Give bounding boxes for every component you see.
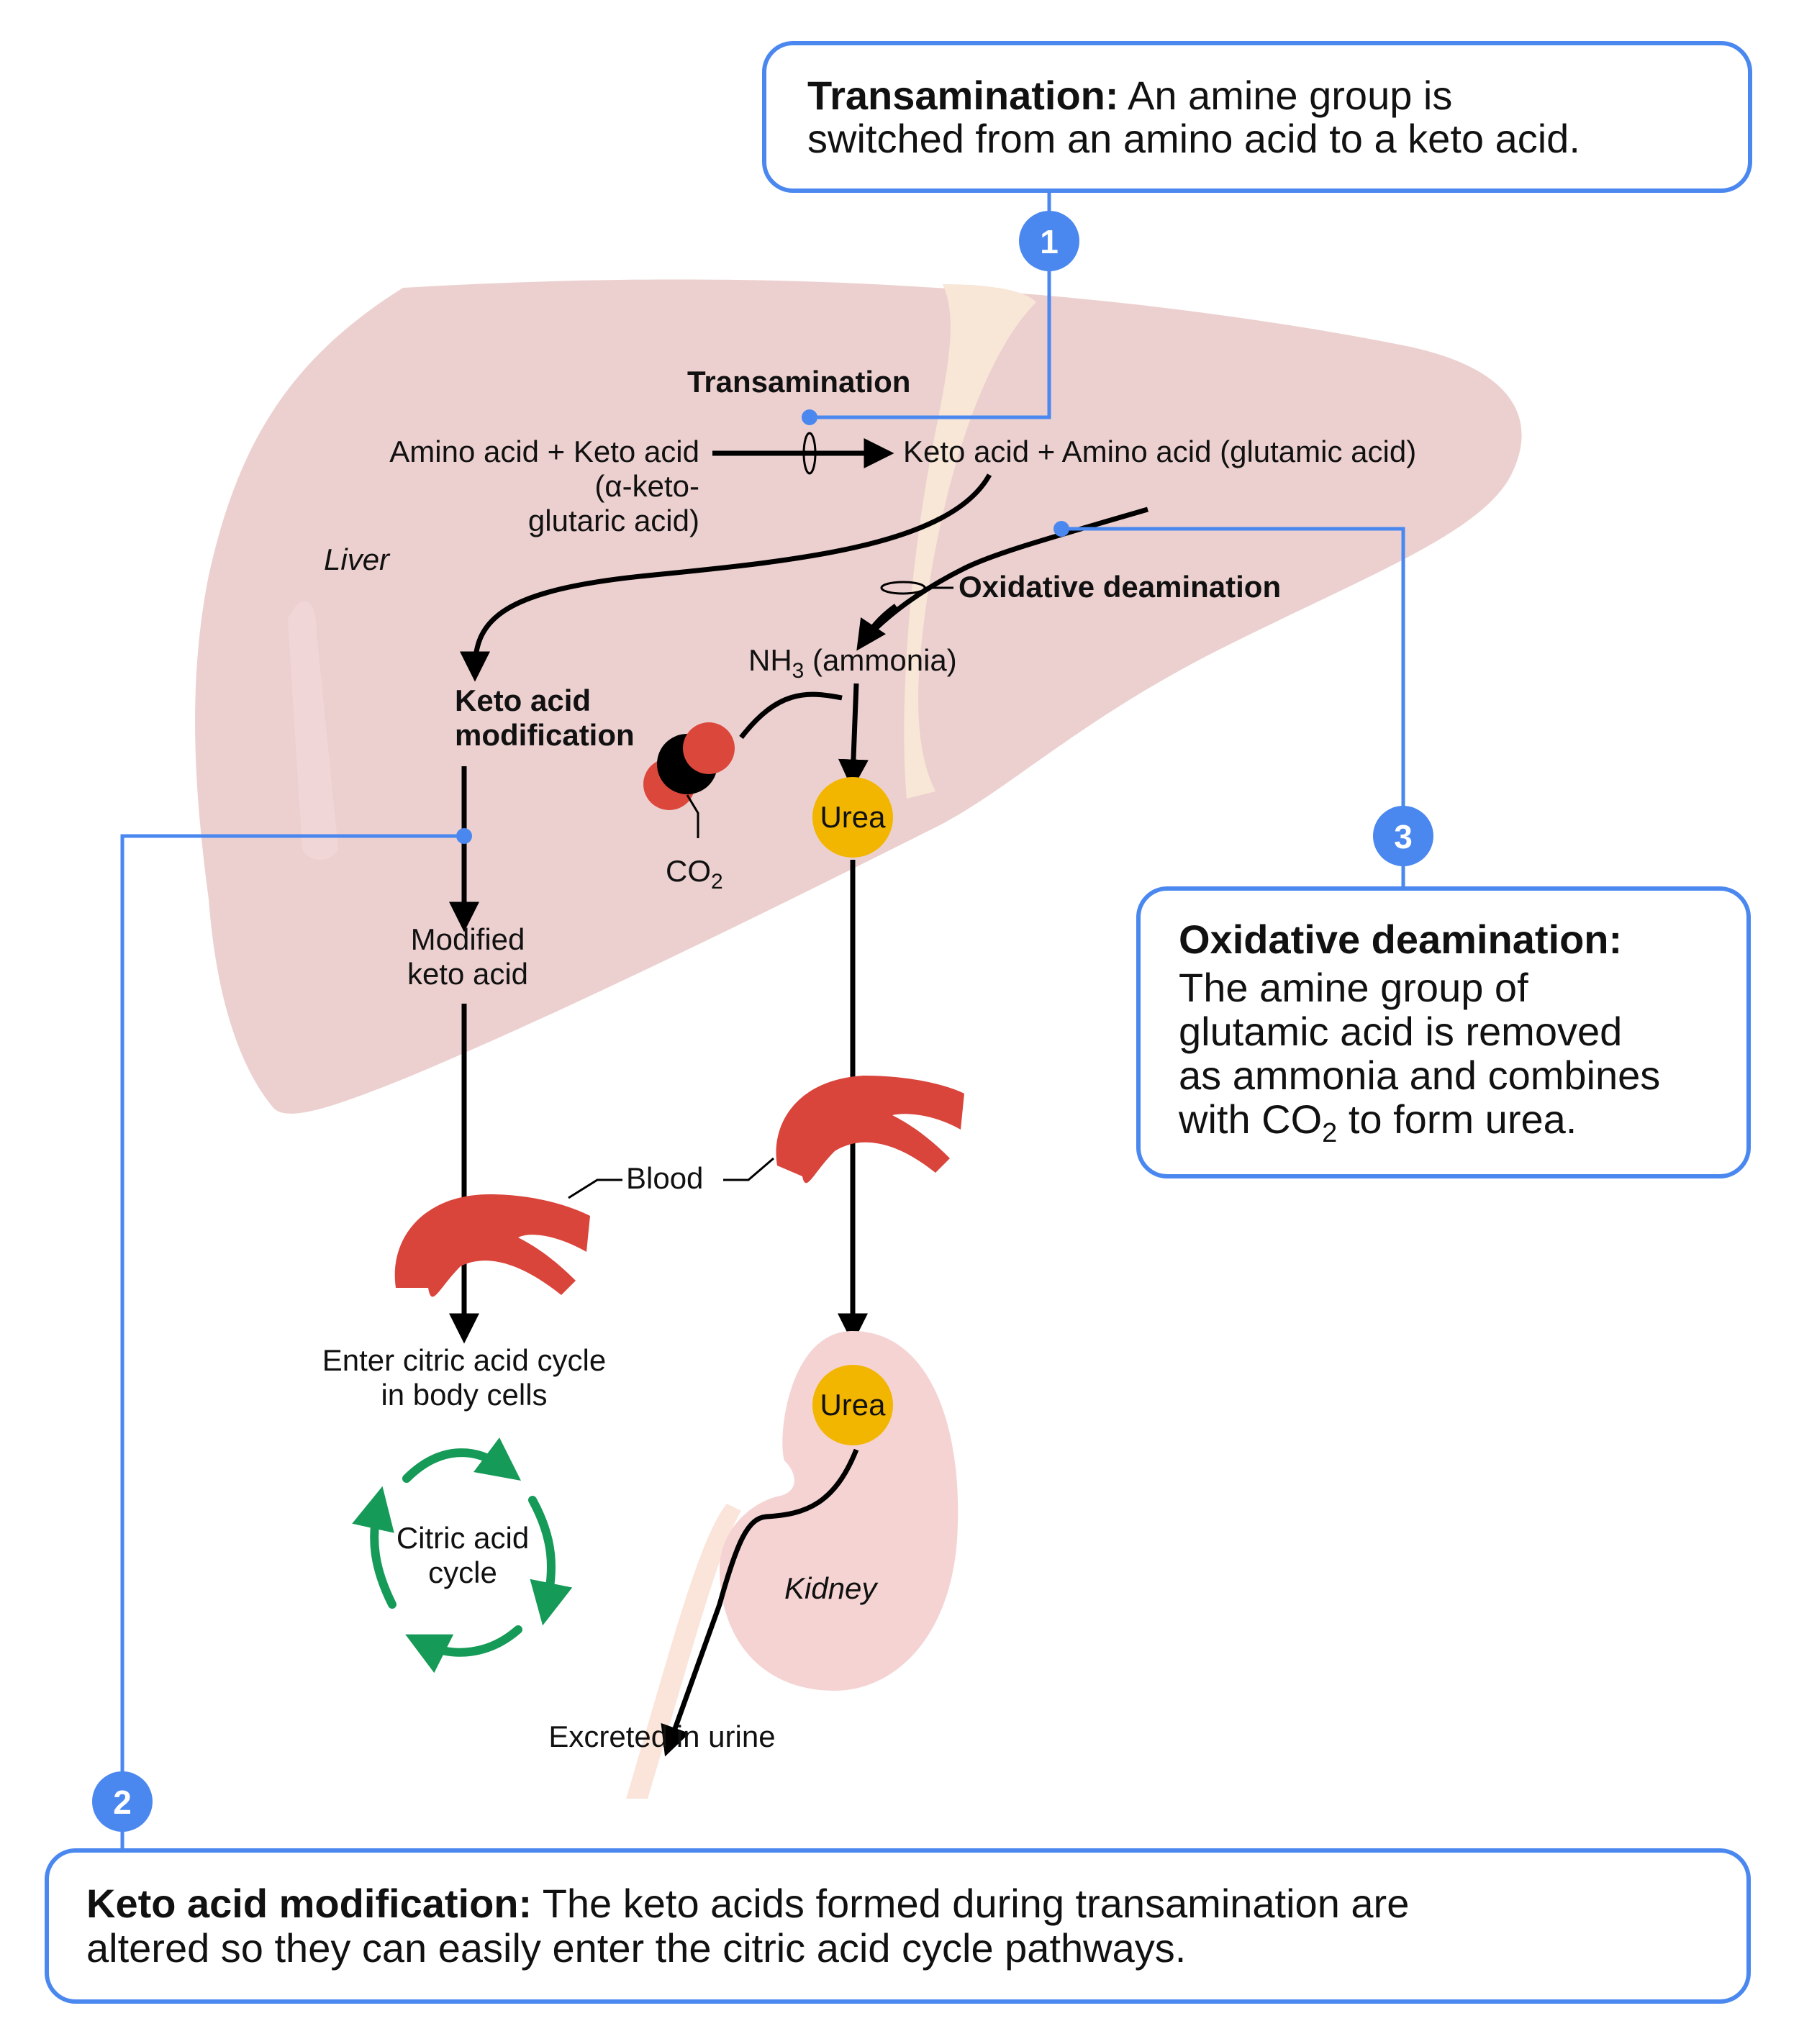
callout-3-line-1: The amine group of xyxy=(1179,965,1528,1010)
callout-box-keto-acid-modification xyxy=(45,1848,1751,2004)
modified-label-1: Modified xyxy=(411,922,525,956)
callout-1-line-2: switched from an amino acid to a keto ac… xyxy=(807,116,1580,161)
step-number-3: 3 xyxy=(1394,818,1413,855)
modified-label-2: keto acid xyxy=(407,957,528,991)
step-number-1: 1 xyxy=(1040,223,1059,260)
callout-box-transamination xyxy=(762,41,1752,193)
blood-leader-left xyxy=(568,1178,622,1199)
cycle-label-2: cycle xyxy=(428,1555,497,1589)
blood-vessel-right-icon xyxy=(776,1076,964,1184)
excretion-arrow xyxy=(661,1448,859,1757)
cycle-label-1: Citric acid xyxy=(396,1521,529,1555)
reactant-note-2: glutaric acid) xyxy=(528,504,699,537)
urea-kidney-circle xyxy=(812,1365,893,1445)
co2-label: CO2 xyxy=(666,854,723,894)
step-number-2: 2 xyxy=(113,1784,132,1821)
callout-1-line-1: Transamination: An amine group is xyxy=(807,73,1452,118)
callout-anchor-1 xyxy=(802,409,817,425)
kidney-label: Kidney xyxy=(784,1571,879,1605)
nh3-label: NH3 (ammonia) xyxy=(748,643,957,683)
urea-kidney-label: Urea xyxy=(820,1388,886,1422)
reactant-note-1: (α-keto- xyxy=(594,469,699,503)
enter-cycle-label-2: in body cells xyxy=(381,1378,547,1412)
enter-cycle-label-1: Enter citric acid cycle xyxy=(322,1343,606,1377)
co2-molecule-icon xyxy=(643,722,735,838)
co2-to-urea-line xyxy=(739,691,843,740)
oxidative-deamination-label: Oxidative deamination xyxy=(959,570,1281,604)
kidney-body xyxy=(720,1331,959,1691)
liver: Liver xyxy=(195,279,1522,1114)
callout-3-title: Oxidative deamination: xyxy=(1179,917,1622,962)
liver-ligament xyxy=(904,284,1036,799)
callout-2-line-1: Keto acid modification: The keto acids f… xyxy=(86,1881,1409,1926)
deamination-line xyxy=(865,507,1148,639)
step-badge-2 xyxy=(92,1771,153,1832)
callout-anchor-2 xyxy=(456,828,472,844)
keto-mod-label-1: Keto acid xyxy=(455,683,591,717)
liver-body xyxy=(195,279,1522,1114)
blood-vessel-left-icon xyxy=(394,1194,590,1297)
reactants-label: Amino acid + Keto acid xyxy=(389,435,699,468)
keto-acid-arrow xyxy=(460,473,992,682)
callout-anchor-3 xyxy=(1053,521,1069,537)
deamination-arrow xyxy=(856,604,898,651)
products-label: Keto acid + Amino acid (glutamic acid) xyxy=(903,435,1416,468)
blood-label: Blood xyxy=(626,1161,703,1195)
callout-box-oxidative-deamination xyxy=(1136,886,1751,1178)
callout-2-line-2: altered so they can easily enter the cit… xyxy=(86,1925,1186,1971)
reaction-ring-icon xyxy=(802,432,817,475)
liver-label: Liver xyxy=(324,542,391,576)
liver-highlight xyxy=(288,601,338,860)
step-badge-1 xyxy=(1019,211,1079,271)
citric-acid-cycle-icon xyxy=(352,1437,573,1673)
step-badge-3 xyxy=(1373,806,1433,866)
ammonia-arrow xyxy=(838,683,869,790)
transamination-label: Transamination xyxy=(687,365,910,399)
keto-mod-label-2: modification xyxy=(455,718,635,752)
urea-liver-circle xyxy=(812,777,893,858)
urea-liver-label: Urea xyxy=(820,800,886,834)
ureter xyxy=(626,1504,741,1799)
blood-leader-right xyxy=(723,1157,774,1181)
callout-3-line-2: glutamic acid is removed xyxy=(1179,1009,1622,1054)
callout-3-line-4: with CO2 to form urea. xyxy=(1178,1096,1577,1148)
excreted-label: Excreted in urine xyxy=(548,1720,775,1753)
callout-3-line-3: as ammonia and combines xyxy=(1179,1053,1660,1098)
